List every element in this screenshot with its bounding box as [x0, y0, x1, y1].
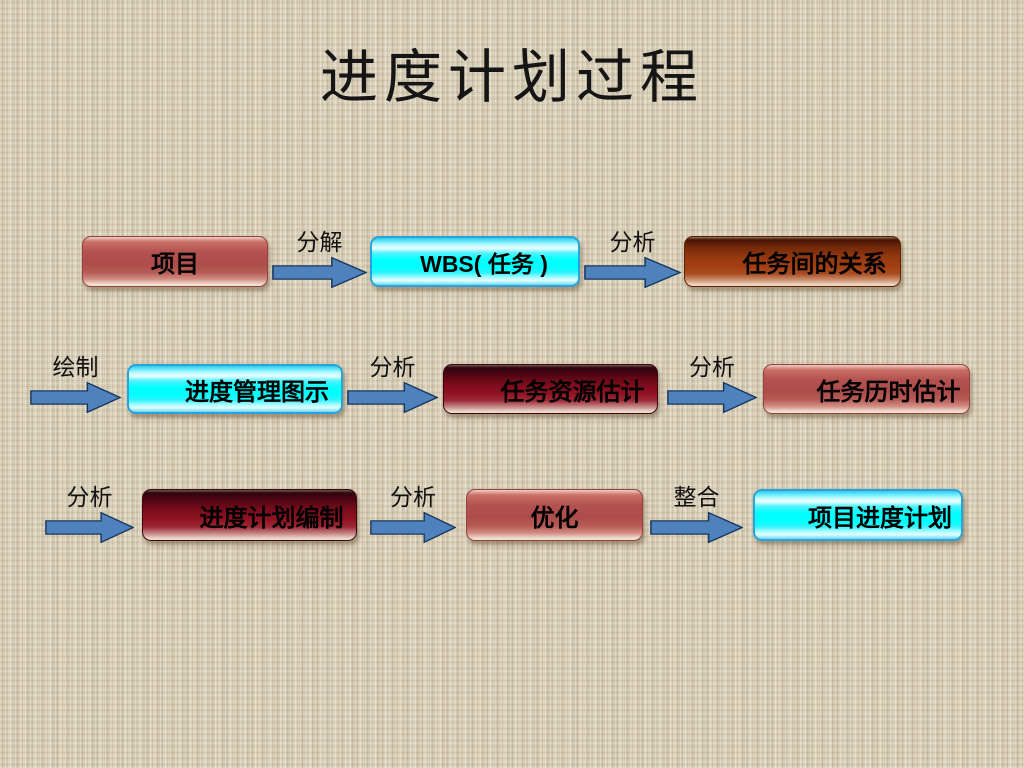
right-arrow-icon [347, 381, 438, 414]
node-plan-compilation: 进度计划编制 [142, 489, 357, 541]
node-task-resource-estimate: 任务资源估计 [443, 364, 658, 414]
node-optimization: 优化 [466, 489, 643, 541]
arrow-analyze-4-label: 分析 [66, 485, 113, 510]
arrow-integrate: 整合 [650, 486, 743, 544]
arrow-draw: 绘制 [30, 356, 121, 414]
right-arrow-icon [272, 256, 367, 289]
arrow-analyze-2-label: 分析 [369, 355, 416, 380]
node-task-resource-estimate-label: 任务资源估计 [500, 379, 645, 406]
arrow-analyze-2: 分析 [347, 356, 438, 414]
node-task-duration-estimate-label: 任务历时估计 [816, 379, 961, 406]
right-arrow-icon [584, 256, 681, 289]
node-project-schedule: 项目进度计划 [753, 489, 963, 541]
arrow-analyze-5-label: 分析 [390, 485, 436, 510]
node-wbs-label: WBS( 任务 ) [420, 250, 548, 277]
node-task-relations: 任务间的关系 [684, 236, 901, 287]
arrow-analyze-3-label: 分析 [689, 355, 735, 380]
arrow-decompose: 分解 [272, 231, 367, 289]
right-arrow-icon [45, 511, 134, 544]
arrow-integrate-label: 整合 [673, 485, 720, 510]
node-optimization-label: 优化 [530, 505, 579, 532]
node-schedule-diagram-label: 进度管理图示 [185, 379, 329, 406]
arrow-analyze-5: 分析 [370, 486, 456, 544]
node-project: 项目 [82, 236, 268, 287]
node-project-label: 项目 [151, 252, 199, 278]
node-task-duration-estimate: 任务历时估计 [763, 364, 970, 414]
node-wbs: WBS( 任务 ) [370, 236, 580, 287]
node-schedule-diagram: 进度管理图示 [127, 364, 343, 414]
arrow-analyze-4: 分析 [45, 486, 134, 544]
arrow-analyze-3: 分析 [667, 356, 757, 414]
right-arrow-icon [667, 381, 757, 414]
right-arrow-icon [650, 511, 743, 544]
right-arrow-icon [30, 381, 121, 414]
node-project-schedule-label: 项目进度计划 [808, 505, 952, 532]
right-arrow-icon [370, 511, 456, 544]
arrow-analyze-1: 分析 [584, 231, 681, 289]
arrow-analyze-1-label: 分析 [609, 230, 656, 255]
slide-title: 进度计划过程 [319, 45, 704, 110]
arrow-decompose-label: 分解 [296, 230, 343, 255]
arrow-draw-label: 绘制 [52, 355, 99, 380]
node-plan-compilation-label: 进度计划编制 [199, 505, 344, 532]
node-task-relations-label: 任务间的关系 [742, 252, 887, 278]
